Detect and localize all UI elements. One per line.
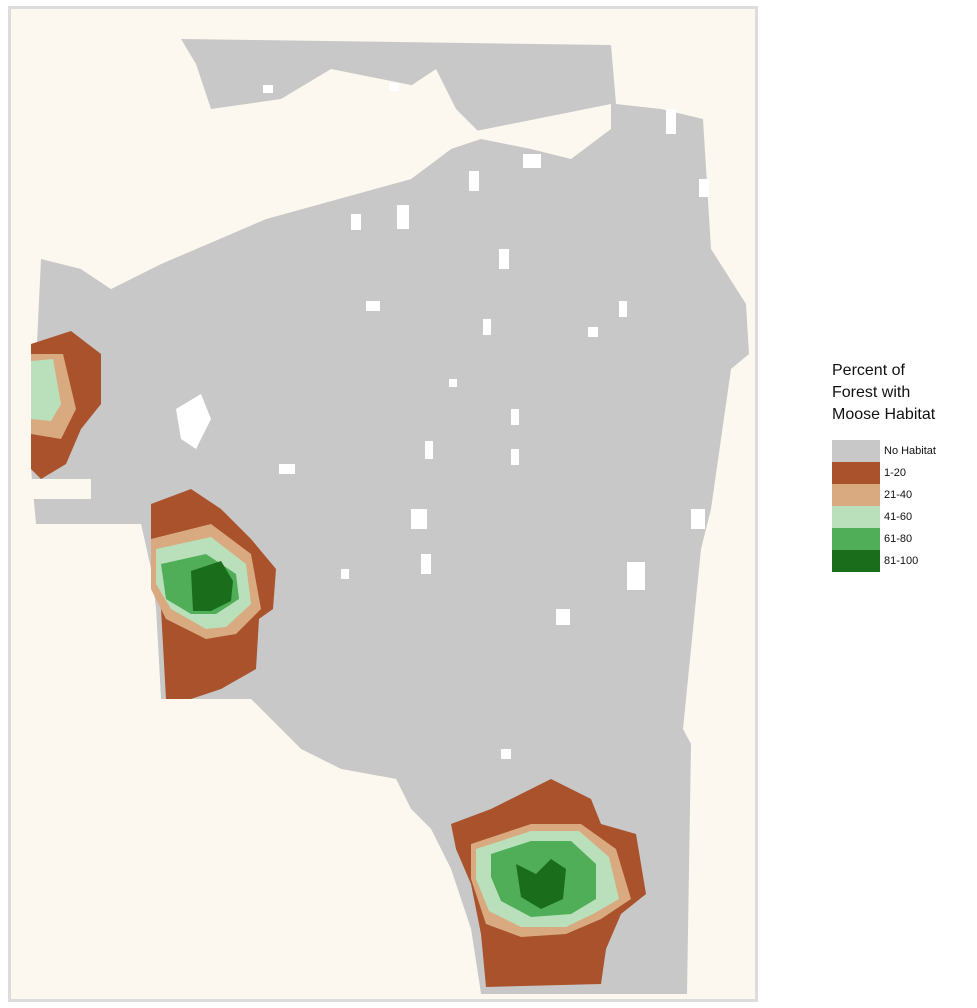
- habitat-map: [26, 39, 749, 994]
- legend-swatch: [832, 462, 880, 484]
- legend-label: 41-60: [884, 511, 913, 523]
- legend-title-line-2: Forest with: [832, 384, 911, 401]
- legend-swatch: [832, 506, 880, 528]
- forest-boundary: [31, 39, 749, 994]
- map-gaps: [26, 69, 481, 994]
- legend-title-line-3: Moose Habitat: [832, 406, 936, 423]
- forest-holes: [176, 83, 709, 759]
- map-legend: Percent of Forest with Moose Habitat No …: [832, 360, 977, 572]
- legend-item-81-100: 81-100: [832, 550, 977, 572]
- map-frame: [8, 6, 758, 1002]
- legend-label: 1-20: [884, 467, 907, 479]
- legend-list: No Habitat 1-20 21-40 41-60 61-80 81-100: [832, 440, 977, 572]
- legend-label: 81-100: [884, 555, 919, 567]
- legend-label: No Habitat: [884, 445, 936, 457]
- legend-swatch: [832, 484, 880, 506]
- habitat-cluster-left: [31, 331, 101, 479]
- legend-swatch: [832, 440, 880, 462]
- legend-label: 21-40: [884, 489, 913, 501]
- legend-item-1-20: 1-20: [832, 462, 977, 484]
- legend-title: Percent of Forest with Moose Habitat: [832, 360, 977, 426]
- habitat-cluster-bottom: [451, 779, 646, 987]
- legend-item-no-habitat: No Habitat: [832, 440, 977, 462]
- legend-title-line-1: Percent of: [832, 362, 905, 379]
- legend-item-21-40: 21-40: [832, 484, 977, 506]
- legend-item-41-60: 41-60: [832, 506, 977, 528]
- legend-label: 61-80: [884, 533, 913, 545]
- legend-swatch: [832, 528, 880, 550]
- legend-swatch: [832, 550, 880, 572]
- legend-item-61-80: 61-80: [832, 528, 977, 550]
- habitat-cluster-middle: [151, 489, 276, 699]
